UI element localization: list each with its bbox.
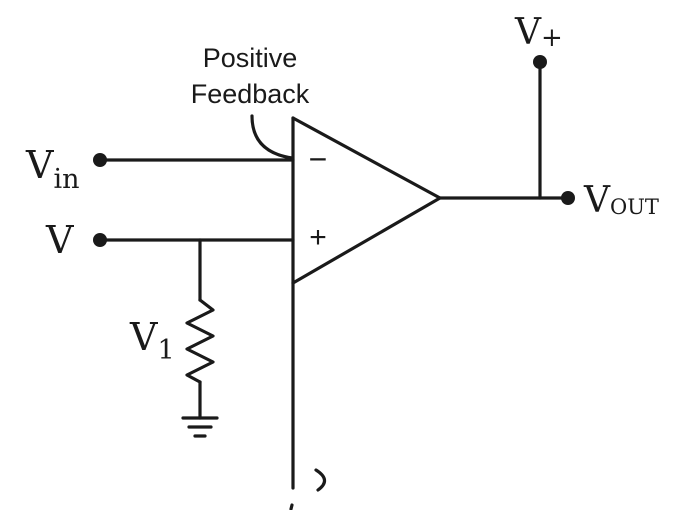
annotation-line-2: Feedback [191,79,310,109]
inverting-input-label: Vin [25,143,79,195]
bottom-tick-mark [289,503,294,510]
supply-label: V+ [514,12,563,53]
ground-icon [181,416,219,438]
rail-end-hook [314,468,327,492]
noninverting-sign: + [309,221,327,254]
resistor-label: V1 [129,315,175,366]
inverting-sign: − [309,141,328,177]
resistor-zigzag [185,298,215,384]
output-node [561,191,575,205]
supply-node [533,55,547,69]
annotation-line-1: Positive [203,43,298,73]
noninverting-input-node [93,233,107,247]
inverting-input-node [93,153,107,167]
output-label: VOUT [583,180,659,221]
noninverting-input-label: V [45,218,74,262]
annotation-leader [250,114,294,160]
